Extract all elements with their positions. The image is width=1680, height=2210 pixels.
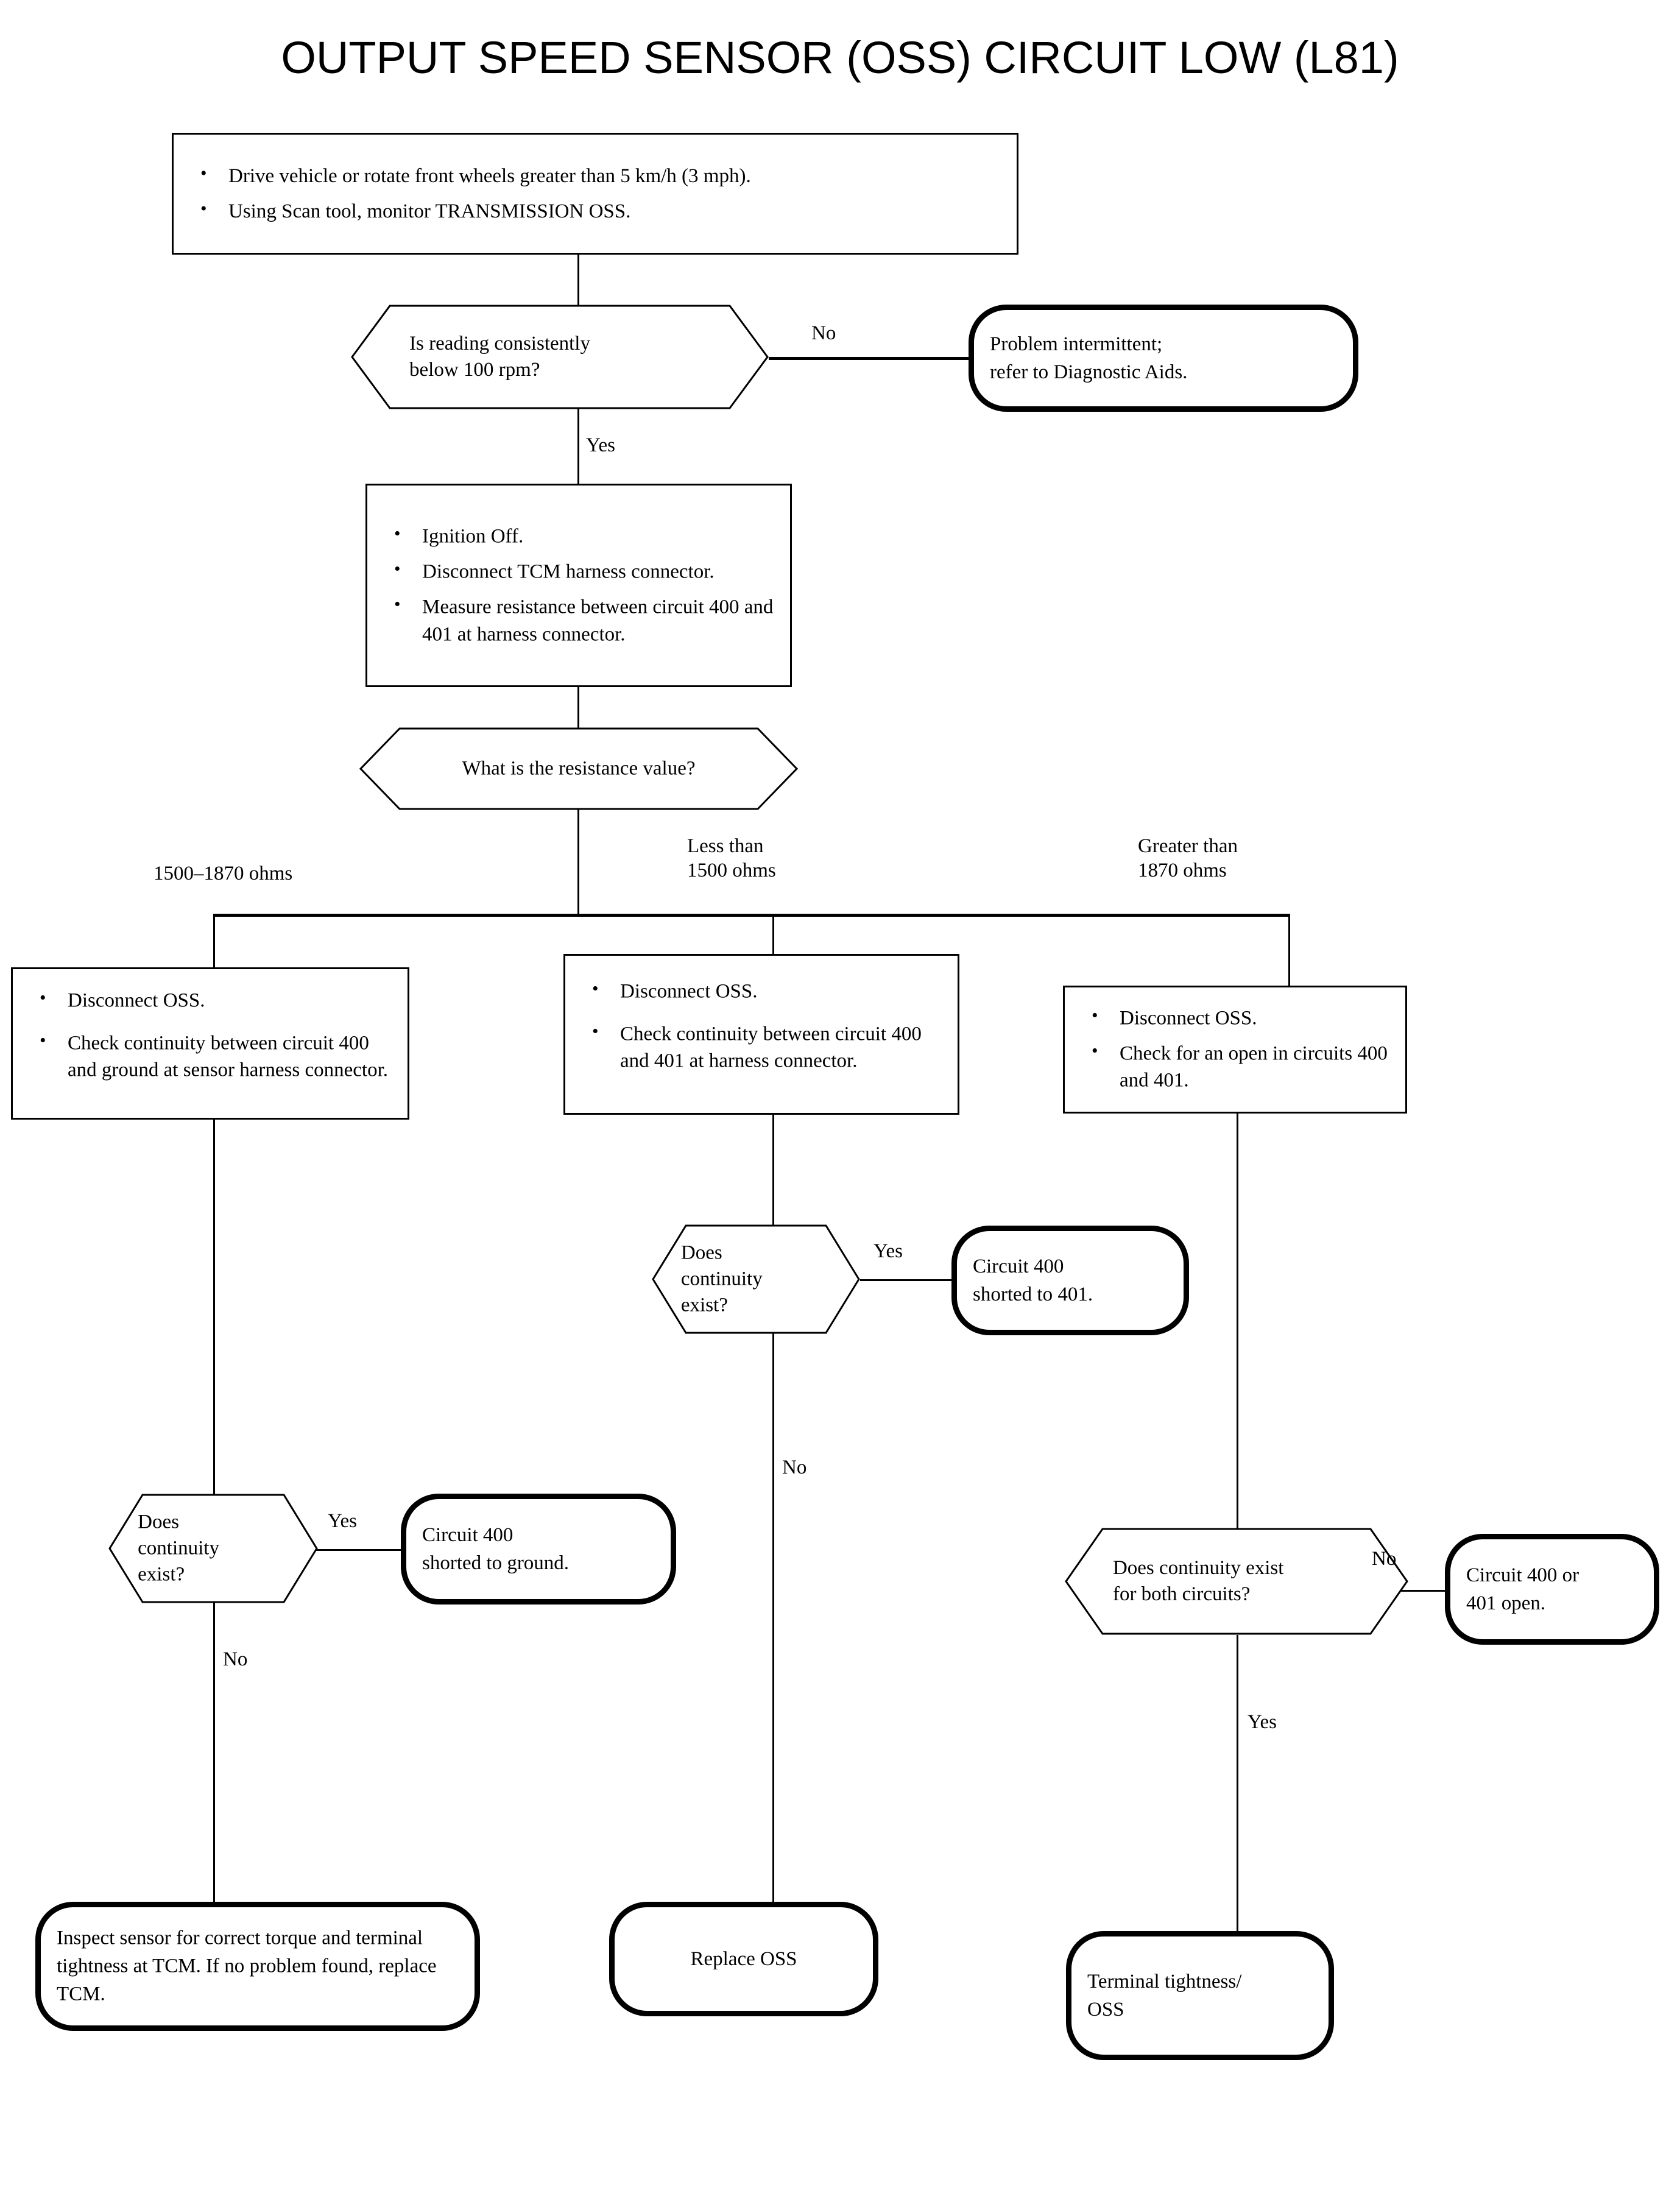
decision-middle-continuity-exists: Does continuity exist? [652,1224,860,1334]
bullet-item: Disconnect OSS. [1078,1004,1392,1032]
bullet-item: Disconnect TCM harness connector. [381,557,777,585]
connector-left-box-to-decision [213,1120,215,1509]
connector-mid-yes-to-401 [860,1279,953,1281]
bullet-list: Disconnect OSS. Check for an open in cir… [1078,1004,1392,1095]
connector-decision-yes-to-measure [577,403,579,484]
branch-label-left: 1500–1870 ohms [154,863,293,884]
hexagon-shape [652,1224,860,1334]
process-right-check-open: Disconnect OSS. Check for an open in cir… [1063,986,1407,1114]
connector-start-to-decision [577,255,579,316]
connector-measure-to-resistance [577,687,579,742]
connector-split-to-left [213,914,215,969]
process-measure-resistance: Ignition Off. Disconnect TCM harness con… [365,484,792,687]
terminal-tightness-label: Terminal tightness/ OSS [1087,1970,1242,2021]
hexagon-shape [351,305,769,409]
bullet-item: Measure resistance between circuit 400 a… [381,593,777,648]
edge-label-right-no: No [1372,1548,1397,1570]
terminal-open-label: Circuit 400 or 401 open. [1466,1564,1579,1614]
terminal-replace-oss: Replace OSS [609,1902,878,2016]
edge-label-left-yes: Yes [328,1510,358,1532]
decision-right-continuity-label: Does continuity exist for both circuits? [1112,1557,1284,1605]
connector-right-yes-to-tightness [1237,1635,1238,1932]
bullet-item: Ignition Off. [381,522,777,550]
process-left-check-continuity: Disconnect OSS. Check continuity between… [11,967,409,1120]
terminal-terminal-tightness-oss: Terminal tightness/ OSS [1066,1931,1334,2060]
decision-right-continuity-both-circuits: Does continuity exist for both circuits? [1065,1528,1408,1635]
process-middle-check-continuity: Disconnect OSS. Check continuity between… [563,954,959,1115]
connector-mid-no-to-replace [772,1327,774,1904]
terminal-problem-intermittent: Problem intermittent; refer to Diagnosti… [969,305,1358,412]
terminal-circuit-400-shorted-to-ground: Circuit 400 shorted to ground. [401,1494,676,1605]
hexagon-shape [108,1494,318,1603]
decision-resistance-label: What is the resistance value? [462,757,696,780]
connector-split-to-right [1288,914,1290,986]
process-middle-check-body: Disconnect OSS. Check continuity between… [565,977,958,1091]
terminal-replace-oss-label: Replace OSS [690,1947,797,1970]
terminal-inspect-sensor-replace-tcm: Inspect sensor for correct torque and te… [35,1902,480,2031]
page-title: OUTPUT SPEED SENSOR (OSS) CIRCUIT LOW (L… [281,32,1399,83]
terminal-circuit-400-shorted-to-401: Circuit 400 shorted to 401. [951,1226,1189,1335]
bullet-item: Check continuity between circuit 400 and… [26,1029,394,1084]
bullet-list: Disconnect OSS. Check continuity between… [26,986,394,1084]
bullet-list: Disconnect OSS. Check continuity between… [579,977,944,1075]
branch-label-right: Greater than 1870 ohms [1138,835,1238,881]
connector-split-bar [213,914,1290,917]
bullet-list: Ignition Off. Disconnect TCM harness con… [381,522,777,648]
edge-label-right-yes: Yes [1248,1711,1277,1733]
connector-resistance-to-split [577,805,579,915]
connector-left-no-to-inspect [213,1589,215,1904]
connector-right-box-to-decision [1237,1114,1238,1558]
decision-reading-label: Is reading consistently below 100 rpm? [409,333,590,381]
bullet-item: Disconnect OSS. [26,986,394,1014]
decision-resistance-value: What is the resistance value? [359,727,798,810]
connector-decision-no-to-intermittent [769,357,970,360]
bullet-item: Disconnect OSS. [579,977,944,1005]
decision-left-continuity-exists: Does continuity exist? [108,1494,318,1603]
terminal-problem-intermittent-label: Problem intermittent; refer to Diagnosti… [990,333,1188,383]
decision-left-continuity-label: Does continuity exist? [138,1511,219,1586]
process-left-check-body: Disconnect OSS. Check continuity between… [13,986,408,1100]
terminal-inspect-label: Inspect sensor for correct torque and te… [57,1927,437,2006]
edge-label-left-no: No [223,1648,248,1670]
bullet-item: Using Scan tool, monitor TRANSMISSION OS… [187,197,1003,225]
bullet-item: Drive vehicle or rotate front wheels gre… [187,161,1003,189]
process-start-steps: Drive vehicle or rotate front wheels gre… [172,133,1018,255]
edge-label-mid-yes: Yes [874,1240,903,1262]
hexagon-shape [1065,1528,1408,1635]
connector-mid-box-to-decision [772,1115,774,1230]
terminal-shorted-401-label: Circuit 400 shorted to 401. [973,1255,1093,1305]
terminal-circuit-400-or-401-open: Circuit 400 or 401 open. [1445,1534,1659,1645]
bullet-list: Drive vehicle or rotate front wheels gre… [187,161,1003,225]
terminal-shorted-ground-label: Circuit 400 shorted to ground. [422,1523,570,1574]
bullet-item: Check for an open in circuits 400 and 40… [1078,1039,1392,1094]
branch-label-middle: Less than 1500 ohms [687,835,776,881]
connector-left-yes-to-ground [305,1549,402,1551]
edge-label-mid-no: No [782,1456,807,1478]
decision-middle-continuity-label: Does continuity exist? [680,1241,763,1316]
hexagon-shape [359,727,798,810]
edge-label-reading-yes: Yes [586,434,616,456]
decision-reading-below-100rpm: Is reading consistently below 100 rpm? [351,305,769,409]
process-right-check-body: Disconnect OSS. Check for an open in cir… [1065,1004,1405,1095]
bullet-item: Check continuity between circuit 400 and… [579,1020,944,1075]
edge-label-reading-no: No [811,322,836,344]
process-start-steps-body: Drive vehicle or rotate front wheels gre… [174,161,1017,225]
process-measure-resistance-body: Ignition Off. Disconnect TCM harness con… [367,522,790,648]
connector-split-to-middle [772,914,774,955]
